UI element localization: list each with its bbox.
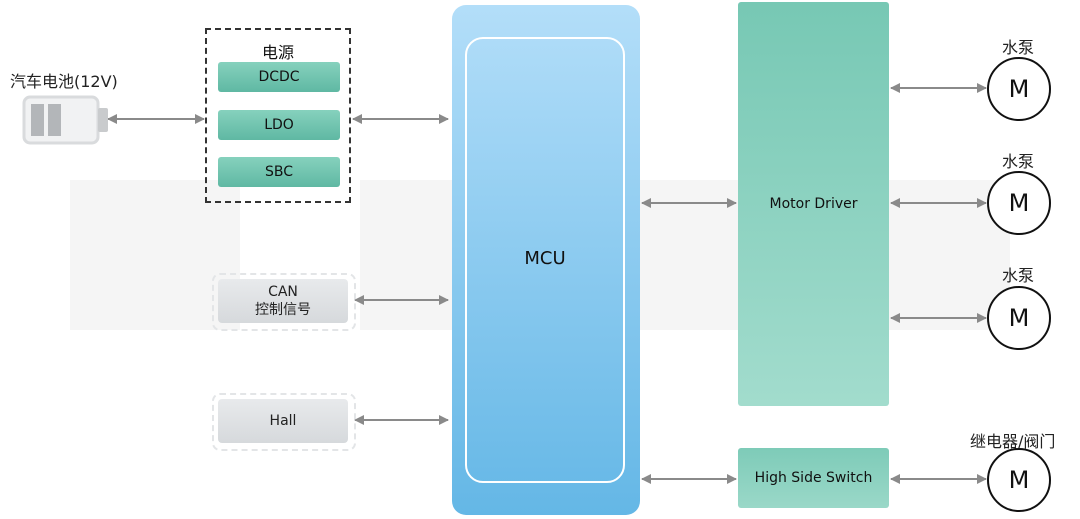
motor-symbol: M bbox=[1008, 189, 1030, 217]
mcu-label: MCU bbox=[524, 248, 566, 269]
pump-1-label: 水泵 bbox=[1002, 38, 1035, 57]
pump-2-label: 水泵 bbox=[1002, 152, 1035, 171]
hall-frame bbox=[212, 393, 356, 451]
high-side-switch-label: High Side Switch bbox=[754, 470, 873, 486]
motor-icon: M bbox=[987, 57, 1051, 121]
power-item-ldo: LDO bbox=[218, 110, 340, 140]
can-label: CAN bbox=[268, 284, 298, 300]
pump-3-label: 水泵 bbox=[1002, 266, 1035, 285]
can-frame bbox=[212, 273, 356, 331]
relay-valve-label: 继电器/阀门 bbox=[970, 432, 1056, 451]
power-title: 电源 bbox=[261, 43, 294, 62]
hall-label: Hall bbox=[269, 413, 297, 429]
motor-symbol: M bbox=[1008, 75, 1030, 103]
mcu-inner-frame bbox=[465, 37, 625, 483]
motor-icon: M bbox=[987, 448, 1051, 512]
motor-symbol: M bbox=[1008, 466, 1030, 494]
battery-icon bbox=[22, 95, 110, 145]
hall-box: Hall bbox=[218, 399, 348, 443]
battery-label: 汽车电池(12V) bbox=[10, 72, 118, 91]
mcu-block bbox=[452, 5, 640, 515]
high-side-switch-block: High Side Switch bbox=[738, 448, 889, 508]
motor-driver-block: Motor Driver bbox=[738, 2, 889, 406]
motor-icon: M bbox=[987, 286, 1051, 350]
can-box: CAN 控制信号 bbox=[218, 279, 348, 323]
motor-symbol: M bbox=[1008, 304, 1030, 332]
power-group bbox=[205, 28, 351, 203]
power-item-sbc: SBC bbox=[218, 157, 340, 187]
motor-driver-label: Motor Driver bbox=[769, 196, 858, 212]
power-item-dcdc: DCDC bbox=[218, 62, 340, 92]
motor-icon: M bbox=[987, 171, 1051, 235]
can-signal-label: 控制信号 bbox=[255, 302, 311, 318]
